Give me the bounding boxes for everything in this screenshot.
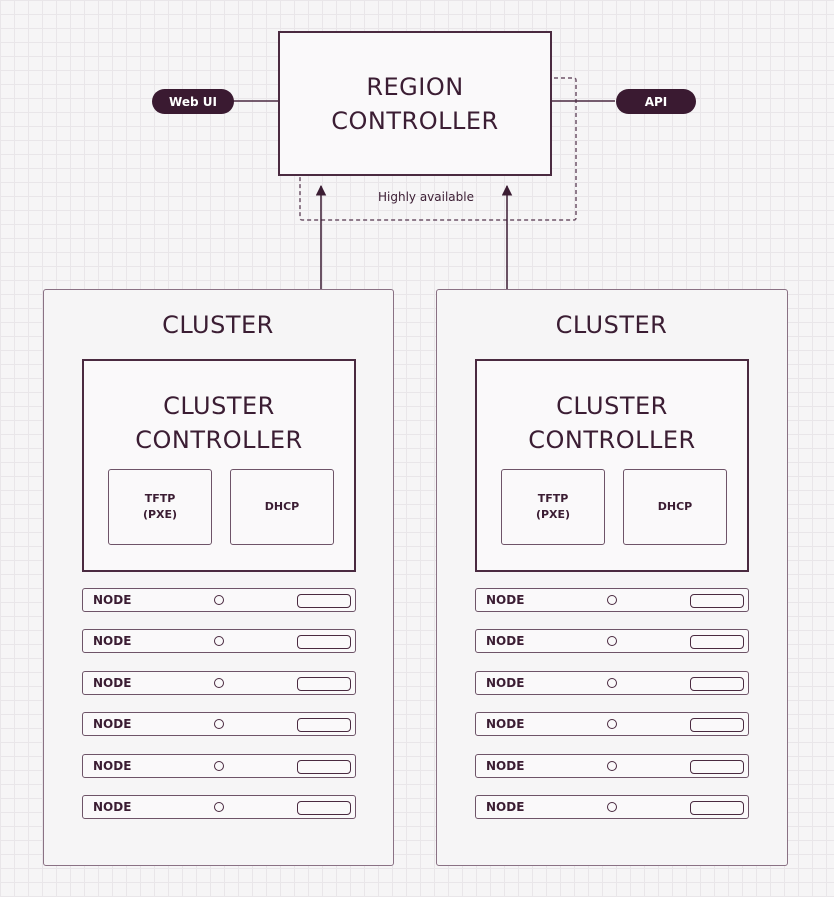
node-status-led	[214, 595, 224, 605]
node-label: NODE	[93, 759, 132, 773]
node-drive-slot	[690, 594, 744, 608]
cluster-right-title: CLUSTER	[555, 311, 668, 339]
node-drive-slot	[690, 718, 744, 732]
node-drive-slot	[297, 718, 351, 732]
cluster-right-node: NODE	[475, 754, 749, 778]
web-ui-pill: Web UI	[152, 89, 234, 114]
cluster-left-tftp-line2: (PXE)	[142, 508, 178, 521]
cluster-left-tftp: TFTP (PXE)	[108, 469, 212, 545]
node-drive-slot	[690, 635, 744, 649]
cluster-right-controller: CLUSTER CONTROLLER TFTP (PXE) DHCP	[475, 359, 749, 572]
cluster-left-controller-line1: CLUSTER	[163, 392, 275, 420]
cluster-left-node: NODE	[82, 629, 356, 653]
node-label: NODE	[93, 717, 132, 731]
node-status-led	[214, 678, 224, 688]
region-title-line1: REGION	[366, 73, 464, 101]
node-label: NODE	[93, 800, 132, 814]
node-status-led	[607, 761, 617, 771]
node-drive-slot	[297, 677, 351, 691]
region-title-line2: CONTROLLER	[331, 107, 499, 135]
cluster-left-dhcp: DHCP	[230, 469, 334, 545]
cluster-left-node: NODE	[82, 754, 356, 778]
cluster-left-controller: CLUSTER CONTROLLER TFTP (PXE) DHCP	[82, 359, 356, 572]
node-label: NODE	[486, 593, 525, 607]
cluster-right-tftp-line2: (PXE)	[535, 508, 571, 521]
ha-caption: Highly available	[378, 190, 474, 204]
cluster-left-tftp-line1: TFTP	[144, 492, 176, 505]
cluster-right-controller-line1: CLUSTER	[556, 392, 668, 420]
cluster-right-tftp-line1: TFTP	[537, 492, 569, 505]
node-label: NODE	[93, 634, 132, 648]
node-label: NODE	[93, 676, 132, 690]
node-drive-slot	[297, 594, 351, 608]
cluster-left: CLUSTER CLUSTER CONTROLLER TFTP (PXE) DH…	[43, 289, 394, 866]
cluster-left-node: NODE	[82, 671, 356, 695]
api-pill: API	[616, 89, 696, 114]
node-drive-slot	[690, 760, 744, 774]
node-label: NODE	[486, 676, 525, 690]
node-drive-slot	[297, 635, 351, 649]
node-status-led	[607, 678, 617, 688]
node-drive-slot	[297, 801, 351, 815]
node-status-led	[607, 636, 617, 646]
node-drive-slot	[690, 677, 744, 691]
node-status-led	[214, 719, 224, 729]
node-status-led	[607, 802, 617, 812]
node-drive-slot	[690, 801, 744, 815]
cluster-right-tftp: TFTP (PXE)	[501, 469, 605, 545]
node-label: NODE	[486, 717, 525, 731]
cluster-left-dhcp-label: DHCP	[264, 500, 300, 513]
node-status-led	[214, 802, 224, 812]
node-label: NODE	[93, 593, 132, 607]
cluster-left-node: NODE	[82, 588, 356, 612]
node-status-led	[214, 761, 224, 771]
cluster-left-node: NODE	[82, 795, 356, 819]
cluster-right-dhcp-label: DHCP	[657, 500, 693, 513]
node-label: NODE	[486, 634, 525, 648]
node-drive-slot	[297, 760, 351, 774]
cluster-right: CLUSTER CLUSTER CONTROLLER TFTP (PXE) DH…	[436, 289, 788, 866]
cluster-right-node: NODE	[475, 712, 749, 736]
node-status-led	[214, 636, 224, 646]
cluster-right-node: NODE	[475, 588, 749, 612]
cluster-right-node: NODE	[475, 629, 749, 653]
node-label: NODE	[486, 800, 525, 814]
cluster-right-node: NODE	[475, 671, 749, 695]
cluster-left-title: CLUSTER	[162, 311, 274, 339]
api-label: API	[644, 94, 668, 109]
cluster-left-node: NODE	[82, 712, 356, 736]
cluster-right-node: NODE	[475, 795, 749, 819]
region-controller: REGION CONTROLLER	[278, 31, 552, 176]
node-status-led	[607, 595, 617, 605]
cluster-right-dhcp: DHCP	[623, 469, 727, 545]
node-status-led	[607, 719, 617, 729]
cluster-right-controller-line2: CONTROLLER	[528, 426, 696, 454]
web-ui-label: Web UI	[169, 94, 217, 109]
cluster-left-controller-line2: CONTROLLER	[135, 426, 303, 454]
node-label: NODE	[486, 759, 525, 773]
